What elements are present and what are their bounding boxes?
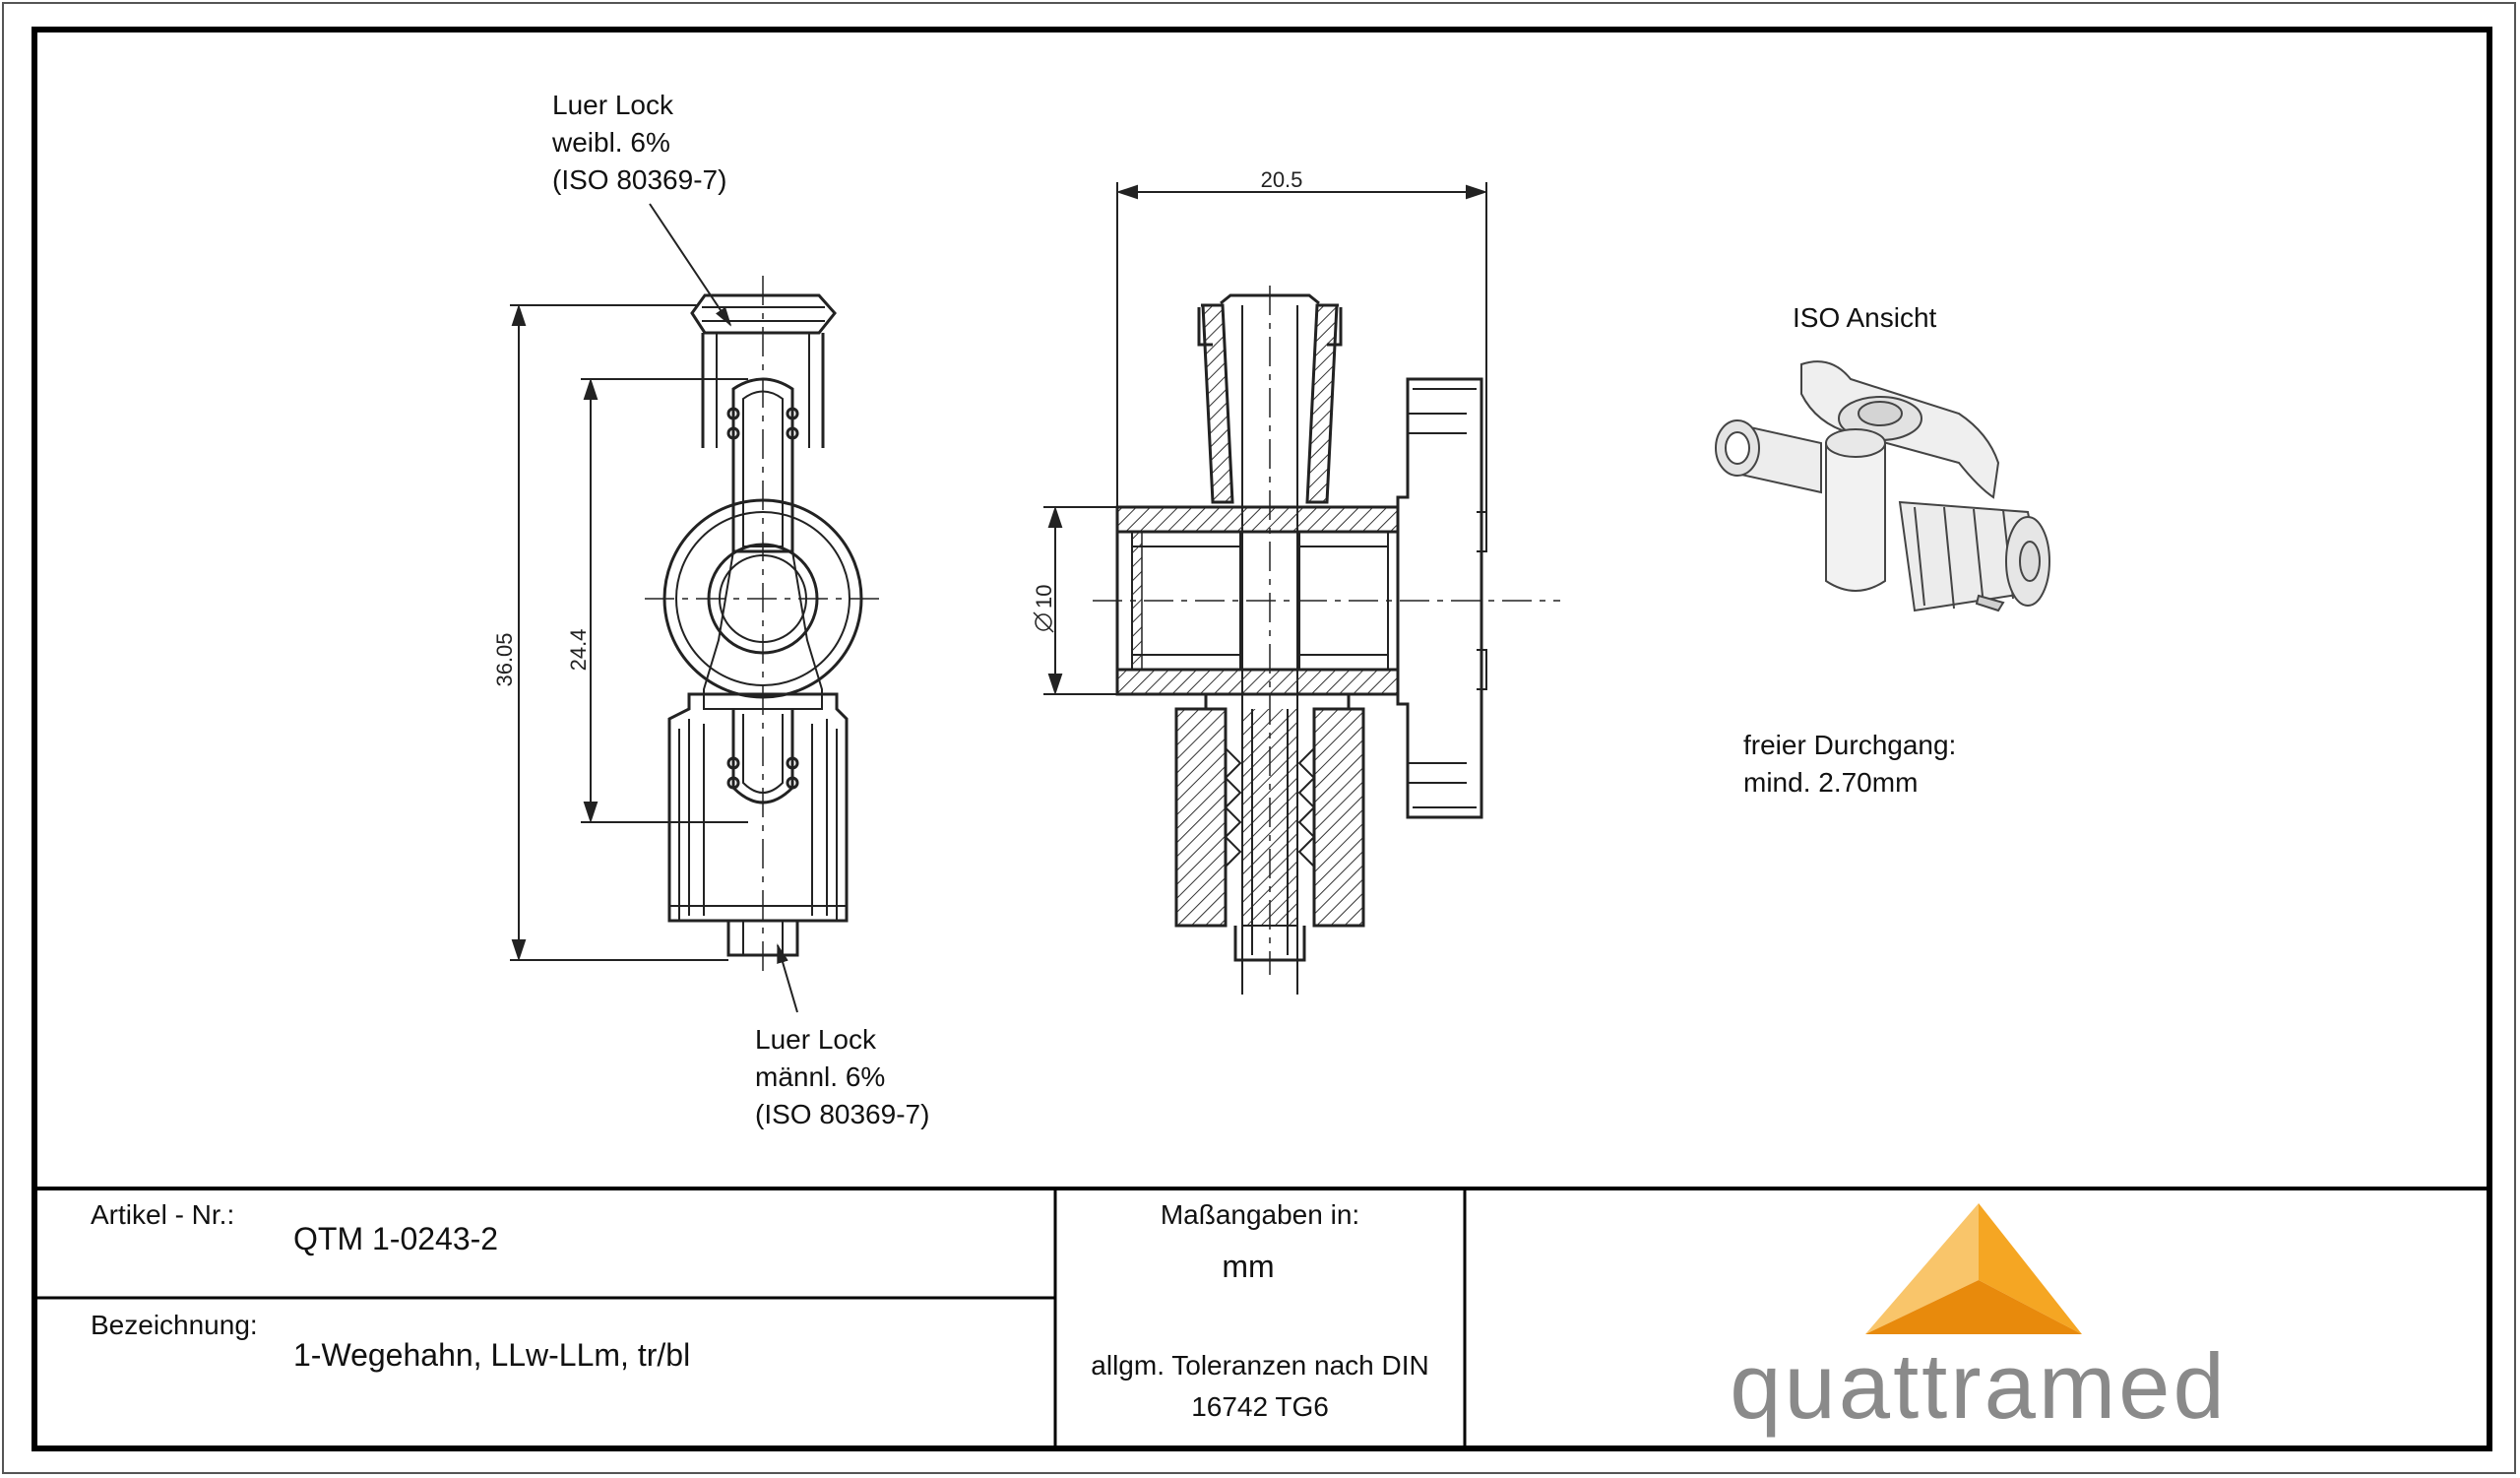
callout-free-passage: freier Durchgang: mind. 2.70mm bbox=[1743, 727, 1956, 802]
dimension-width bbox=[1115, 182, 1488, 512]
front-view bbox=[645, 276, 881, 975]
designation-label: Bezeichnung: bbox=[91, 1310, 258, 1340]
article-number-label: Artikel - Nr.: bbox=[91, 1199, 235, 1230]
designation-value: 1-Wegehahn, LLw-LLm, tr/bl bbox=[293, 1337, 691, 1373]
title-block-grid bbox=[34, 1187, 2489, 1448]
logo-triangle-mid bbox=[1979, 1203, 2082, 1334]
callout-male-line1: Luer Lock bbox=[755, 1024, 876, 1055]
leader-lines bbox=[649, 203, 798, 1013]
callout-male-line2: männl. 6% bbox=[755, 1061, 886, 1092]
logo-triangle-light bbox=[1865, 1203, 1979, 1334]
dimension-handle-height bbox=[581, 377, 748, 824]
passage-line1: freier Durchgang: bbox=[1743, 730, 1957, 760]
logo-wordmark: quattramed bbox=[1730, 1334, 2228, 1438]
logo-triangle-dark bbox=[1865, 1280, 2082, 1334]
iso-view-illustration bbox=[1715, 360, 2050, 612]
section-view bbox=[1093, 286, 1560, 995]
iso-view-label: ISO Ansicht bbox=[1793, 302, 1937, 333]
callout-male-line3: (ISO 80369-7) bbox=[755, 1099, 930, 1129]
units-value: mm bbox=[1222, 1249, 1275, 1284]
svg-text:10: 10 bbox=[1032, 585, 1056, 609]
callout-female-luer: Luer Lock weibl. 6% (ISO 80369-7) bbox=[552, 87, 726, 199]
tolerance-line1: allgm. Toleranzen nach DIN bbox=[1091, 1350, 1429, 1381]
dim-20-5-label: 20.5 bbox=[1261, 167, 1303, 192]
callout-female-line2: weibl. 6% bbox=[552, 127, 670, 158]
dimension-diameter bbox=[1043, 505, 1117, 696]
callout-female-line3: (ISO 80369-7) bbox=[552, 164, 727, 195]
quattramed-logo: quattramed bbox=[1730, 1203, 2228, 1438]
units-label: Maßangaben in: bbox=[1160, 1199, 1360, 1230]
callout-male-luer: Luer Lock männl. 6% (ISO 80369-7) bbox=[755, 1021, 929, 1133]
dim-36-05-label: 36.05 bbox=[492, 632, 517, 686]
callout-female-line1: Luer Lock bbox=[552, 90, 673, 120]
tolerance-line2: 16742 TG6 bbox=[1191, 1391, 1329, 1422]
dim-24-4-label: 24.4 bbox=[566, 629, 591, 672]
tolerance-note: allgm. Toleranzen nach DIN 16742 TG6 bbox=[1055, 1345, 1465, 1428]
dimension-overall-height bbox=[510, 303, 728, 962]
drawing-frame bbox=[32, 27, 2492, 1451]
article-number-value: QTM 1-0243-2 bbox=[293, 1221, 499, 1256]
dim-diameter-label: 10 bbox=[1032, 585, 1056, 633]
passage-line2: mind. 2.70mm bbox=[1743, 767, 1919, 798]
